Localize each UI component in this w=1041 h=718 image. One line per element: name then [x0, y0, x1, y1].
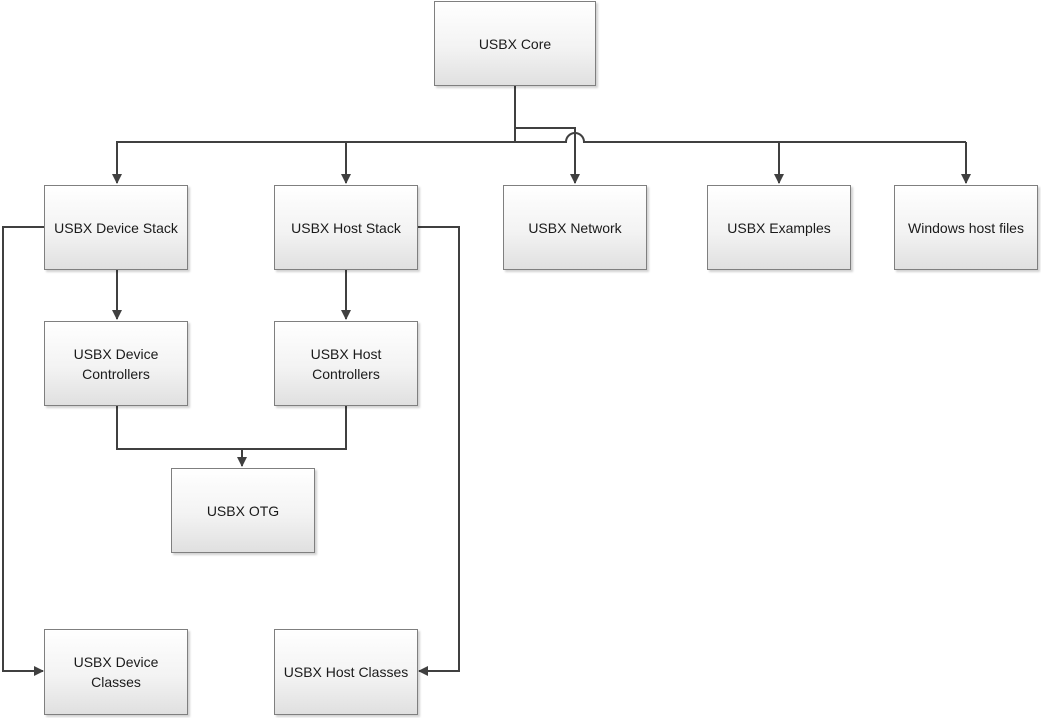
connector-core-device-stack: [112, 141, 515, 184]
node-usbx-host-stack-label: USBX Host Stack: [291, 219, 401, 236]
node-usbx-otg: USBX OTG: [171, 468, 315, 553]
node-usbx-examples: USBX Examples: [707, 185, 851, 270]
node-usbx-host-classes-label: USBX Host Classes: [283, 664, 409, 680]
node-usbx-otg-label: USBX OTG: [206, 502, 280, 519]
node-usbx-device-stack: USBX Device Stack: [44, 185, 188, 270]
connector-core-right-bus: [515, 132, 966, 143]
node-usbx-host-stack: USBX Host Stack: [274, 185, 418, 270]
node-usbx-device-controllers-label: USBX Device Controllers: [73, 345, 159, 382]
node-usbx-core: USBX Core: [434, 1, 596, 86]
node-usbx-host-classes: USBX Host Classes: [274, 629, 418, 715]
node-usbx-device-classes: USBX Device Classes: [44, 629, 188, 715]
node-usbx-device-controllers: USBX Device Controllers: [44, 321, 188, 406]
connector-host-stack-classes: [418, 226, 460, 676]
node-usbx-device-classes-label: USBX Device Classes: [73, 654, 159, 690]
node-usbx-host-controllers: USBX Host Controllers: [274, 321, 418, 406]
node-usbx-examples-label: USBX Examples: [727, 219, 831, 236]
connector-core-network: [515, 127, 580, 184]
node-usbx-network-label: USBX Network: [528, 219, 622, 236]
connector-device-stack-classes: [2, 226, 44, 676]
node-usbx-host-controllers-label: USBX Host Controllers: [310, 345, 382, 382]
connector-controllers-otg: [116, 406, 347, 450]
node-windows-host-files: Windows host files: [894, 185, 1038, 270]
node-windows-host-files-label: Windows host files: [908, 219, 1024, 236]
node-usbx-core-label: USBX Core: [478, 35, 552, 52]
node-usbx-device-stack-label: USBX Device Stack: [54, 219, 178, 236]
node-usbx-network: USBX Network: [503, 185, 647, 270]
